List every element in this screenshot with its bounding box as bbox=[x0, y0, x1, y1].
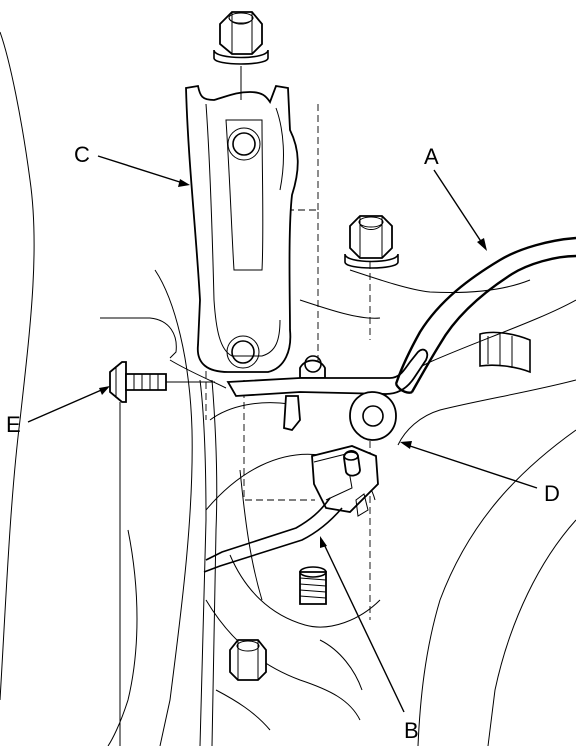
flange-nut-top bbox=[213, 11, 269, 100]
callout-a: A bbox=[424, 144, 439, 169]
flange-nut-bottom bbox=[229, 639, 267, 681]
background-body-contours bbox=[0, 31, 576, 746]
leader-c bbox=[97, 155, 190, 187]
callout-e: E bbox=[6, 412, 21, 437]
callout-b: B bbox=[404, 718, 419, 743]
leader-b bbox=[320, 536, 405, 713]
callout-d: D bbox=[544, 481, 560, 506]
callout-c: C bbox=[74, 142, 90, 167]
leader-a bbox=[433, 169, 487, 251]
sensor-connector-b bbox=[203, 445, 379, 573]
flange-bolt-e bbox=[109, 361, 215, 746]
stud-bolt bbox=[299, 566, 327, 605]
flange-nut-right bbox=[344, 215, 399, 269]
leader-d bbox=[400, 441, 538, 489]
bracket-c bbox=[185, 84, 299, 373]
cable-a bbox=[394, 236, 576, 394]
leader-e bbox=[27, 386, 110, 423]
